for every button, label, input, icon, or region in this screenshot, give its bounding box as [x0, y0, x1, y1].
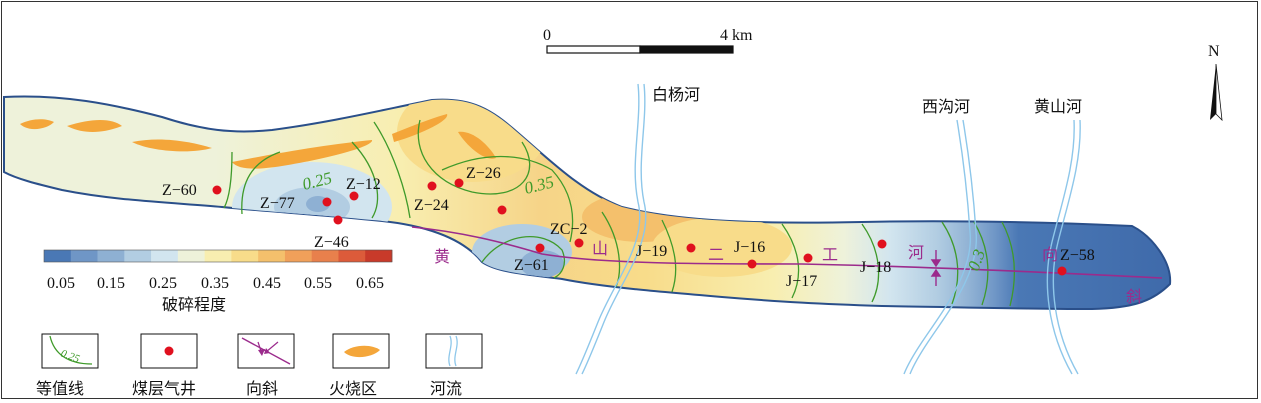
colorbar-tick: 0.05 [47, 275, 75, 292]
scale-start: 0 [543, 27, 551, 44]
river-icon [425, 333, 483, 369]
syncline-icon [237, 333, 295, 369]
syncline-char: 斜 [1126, 287, 1142, 306]
colorbar-tick: 0.35 [201, 275, 229, 292]
colorbar-cell [258, 250, 286, 262]
colorbar-tick: 0.25 [149, 275, 177, 292]
legend-label: 河流 [430, 379, 462, 398]
syncline-char: 二 [708, 245, 724, 264]
river-name-baiyang: 白杨河 [652, 85, 700, 104]
north-arrow: N [1208, 43, 1223, 122]
syncline-axis [411, 226, 1163, 279]
colorbar-cell [204, 250, 232, 262]
scale-end: 4 km [720, 27, 753, 44]
well-dot [803, 253, 813, 263]
well-label: Z−46 [314, 234, 349, 251]
colorbar-cell [231, 250, 259, 262]
colorbar-cell [177, 250, 205, 262]
wells: Z−60 Z−77 Z−12 Z−46 Z−24 Z−26 ZC−2 Z−61 … [162, 165, 1095, 290]
well-dot [349, 191, 359, 201]
colorbar-cell [97, 250, 125, 262]
burn-area-icon [332, 333, 390, 369]
colorbar-tick: 0.45 [253, 275, 281, 292]
well-label: Z−77 [260, 195, 295, 212]
well-dot [747, 259, 757, 269]
study-area [3, 95, 1172, 311]
well-dot [1057, 266, 1067, 276]
well-label: Z−60 [162, 182, 197, 199]
legend-label: 向斜 [246, 379, 278, 398]
well-dot [574, 238, 584, 248]
well-dot-icon [140, 333, 198, 369]
colorbar-cell [44, 250, 72, 262]
well-dot [427, 181, 437, 191]
colorbar-cell [70, 250, 98, 262]
well-dot [454, 178, 464, 188]
syncline-char: 山 [592, 239, 608, 258]
legend-label: 等值线 [36, 379, 84, 398]
colorbar-cell [338, 250, 366, 262]
colorbar-tick: 0.65 [356, 275, 384, 292]
syncline-char: 向 [1042, 245, 1058, 264]
well-label: Z−58 [1060, 247, 1095, 264]
well-label: Z−26 [466, 165, 501, 182]
well-label: J−18 [860, 259, 891, 276]
rivers [575, 83, 1081, 375]
river-name-huangshan: 黄山河 [1034, 97, 1082, 116]
syncline-arrows [930, 250, 942, 286]
well-dot [322, 197, 332, 207]
well-dot [877, 239, 887, 249]
well-dot [686, 243, 696, 253]
north-label: N [1208, 43, 1220, 60]
colorbar-cell [151, 250, 179, 262]
well-dot [497, 205, 507, 215]
scale-bar: 0 4 km [543, 27, 753, 54]
river-name-xigou: 西沟河 [922, 97, 970, 116]
colorbar-tick: 0.55 [304, 275, 332, 292]
legend-label: 煤层气井 [132, 379, 196, 398]
well-label: J−17 [786, 273, 817, 290]
burn-areas [20, 114, 496, 169]
well-label: J−19 [636, 243, 667, 260]
well-label: Z−12 [346, 176, 381, 193]
syncline-char: 工 [822, 245, 838, 264]
well-label: Z−61 [514, 257, 549, 274]
color-bar: 0.05 0.15 0.25 0.35 0.45 0.55 0.65 破碎程度 [43, 249, 393, 314]
colorbar-title: 破碎程度 [162, 295, 226, 314]
legend: 0.25 等值线 煤层气井 向斜 火烧区 河流 [36, 333, 483, 398]
colorbar-cell [284, 250, 312, 262]
colorbar-cell [311, 250, 339, 262]
well-dot [212, 185, 222, 195]
well-label: J−16 [734, 239, 765, 256]
colorbar-cell [124, 250, 152, 262]
syncline-char: 黄 [434, 247, 450, 266]
contour-line-icon: 0.25 [41, 333, 99, 369]
well-dot [535, 243, 545, 253]
syncline-char: 河 [908, 243, 924, 262]
legend-label: 火烧区 [329, 379, 377, 398]
well-label: Z−24 [414, 197, 449, 214]
well-dot [333, 215, 343, 225]
well-label: ZC−2 [550, 221, 587, 238]
colorbar-tick: 0.15 [97, 275, 125, 292]
colorbar-cell [365, 250, 393, 262]
